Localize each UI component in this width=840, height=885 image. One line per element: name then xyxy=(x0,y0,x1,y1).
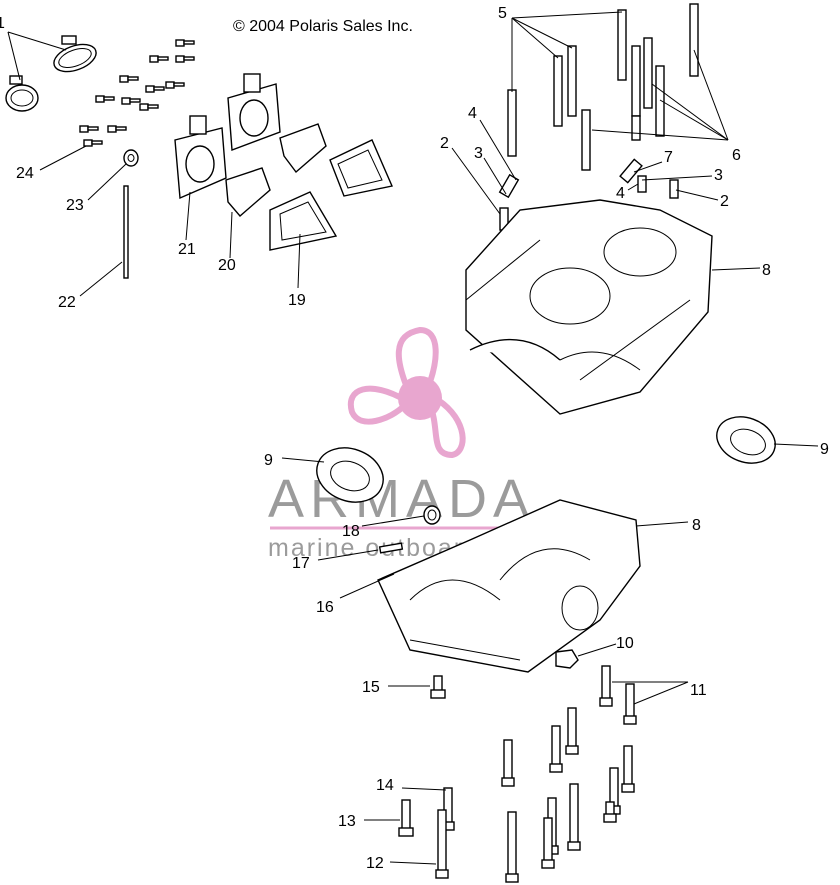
callout-18: 18 xyxy=(342,523,360,540)
callout-1: 1 xyxy=(0,15,5,32)
dowel-rod-part xyxy=(123,185,129,279)
callout-5: 5 xyxy=(498,5,507,22)
copyright-text: © 2004 Polaris Sales Inc. xyxy=(233,18,413,35)
crankcase-bolt-group xyxy=(501,707,635,883)
propeller-icon xyxy=(347,326,466,459)
callout-8b: 8 xyxy=(692,517,701,534)
callout-11: 11 xyxy=(690,682,707,699)
reed-valve-part xyxy=(269,139,393,251)
callout-21: 21 xyxy=(178,241,196,258)
callout-24: 24 xyxy=(16,165,34,182)
brand-text: ARMADA xyxy=(268,469,535,529)
callout-17: 17 xyxy=(292,555,310,572)
callout-9a: 9 xyxy=(264,452,273,469)
callout-3a: 3 xyxy=(474,145,483,162)
callout-23: 23 xyxy=(66,197,84,214)
callout-2a: 2 xyxy=(440,135,449,152)
callout-13: 13 xyxy=(338,813,356,830)
hose-clamp-part xyxy=(5,35,97,112)
small-pin-part xyxy=(378,542,404,554)
nut-part xyxy=(555,649,579,669)
intake-flange-part xyxy=(174,73,281,200)
callout-22: 22 xyxy=(58,294,76,311)
callout-20: 20 xyxy=(218,257,236,274)
callout-15: 15 xyxy=(362,679,380,696)
washer-part xyxy=(123,149,139,167)
oil-seal-left-part xyxy=(316,447,384,503)
long-bolt-part xyxy=(435,809,449,879)
callout-10: 10 xyxy=(616,635,634,652)
lower-crankcase-part xyxy=(377,499,641,673)
oil-seal-right-part xyxy=(716,416,776,464)
callout-2b: 2 xyxy=(720,193,729,210)
callout-4b: 4 xyxy=(616,185,625,202)
callout-4a: 4 xyxy=(468,105,477,122)
short-bolt-part xyxy=(430,675,446,699)
callout-8a: 8 xyxy=(762,262,771,279)
medium-bolt-part xyxy=(398,799,414,837)
callout-14: 14 xyxy=(376,777,394,794)
callout-6: 6 xyxy=(732,147,741,164)
case-bolt-pair-part xyxy=(599,665,637,725)
upper-crankcase-part xyxy=(465,199,713,415)
callout-19: 19 xyxy=(288,292,306,309)
callout-3b: 3 xyxy=(714,167,723,184)
callout-9b: 9 xyxy=(820,441,829,458)
reed-bolt-group xyxy=(79,39,195,147)
reed-spacer-part xyxy=(225,123,327,217)
callout-7: 7 xyxy=(664,149,673,166)
crankcase-stud-group xyxy=(507,3,699,171)
callout-16: 16 xyxy=(316,599,334,616)
bearing-part xyxy=(423,505,441,525)
callout-12: 12 xyxy=(366,855,384,872)
